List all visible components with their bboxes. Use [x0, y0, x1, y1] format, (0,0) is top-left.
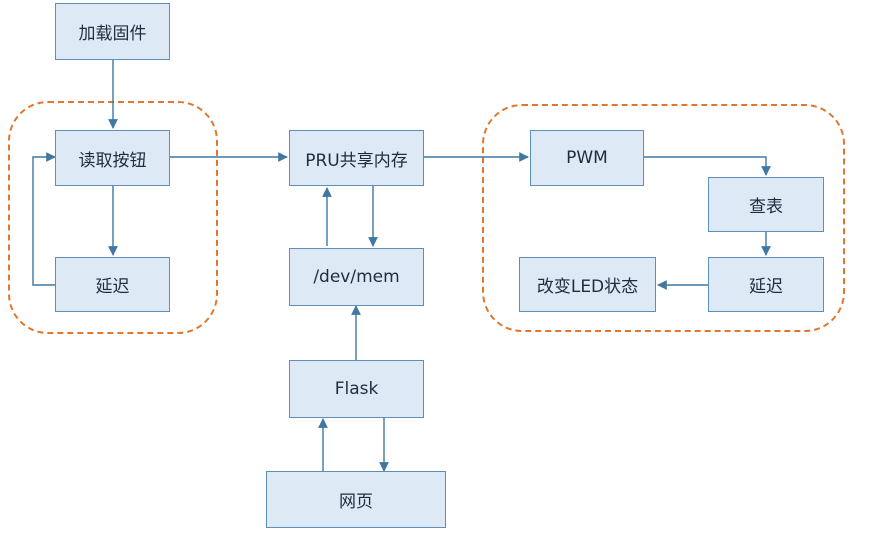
flask-node: Flask: [289, 360, 424, 418]
pru-shared-memory-node: PRU共享内存: [289, 130, 424, 186]
arrow-delay-loop-back: [32, 152, 56, 286]
delay-left-node: 延迟: [55, 257, 170, 312]
pwm-led-group: [482, 104, 845, 332]
lookup-table-node: 查表: [708, 177, 824, 232]
read-button-node: 读取按钮: [55, 130, 170, 186]
dev-mem-node: /dev/mem: [289, 248, 424, 306]
load-firmware-node: 加载固件: [55, 3, 170, 60]
change-led-state-node: 改变LED状态: [519, 257, 656, 312]
delay-right-node: 延迟: [708, 257, 824, 312]
arrow-pwm-to-lookup: [644, 156, 771, 176]
pwm-node: PWM: [530, 130, 644, 186]
webpage-node: 网页: [266, 471, 446, 528]
